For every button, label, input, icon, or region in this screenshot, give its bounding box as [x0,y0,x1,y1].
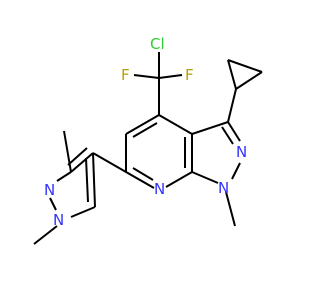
bond-n7-c6-double [132,167,154,181]
bond-dmp-c4-c3-double [67,147,88,166]
bond-c3-n2-double [221,126,234,145]
bond-group [33,52,263,245]
bond-n2-n1 [231,162,241,180]
bond-dmp-n1-c5 [70,206,96,218]
bond-n1-methyl [225,191,236,227]
atom-n-dimethyl-bottom: N [53,211,64,229]
atom-f-left: F [121,66,130,84]
molecule-structure-canvas: Cl F F N N N N N [33,35,263,245]
bond-c6-pyrazole-c4 [92,152,127,173]
bond-dmp-c5-c4 [92,152,96,208]
atom-n-pyrazole-bottom: N [218,179,229,197]
bond-ccf2-to-f-right [158,74,183,79]
bond-dmp-c3-n2 [56,171,72,182]
atom-n-dimethyl-left: N [44,181,55,199]
bond-cyclopropyl-a [227,59,237,90]
atom-f-right: F [185,66,194,84]
bond-dmp-n2-n1 [49,197,57,211]
bond-dmp-c5-c4-double [85,157,89,203]
bond-c4a-c3 [191,121,229,135]
bond-n7-c6 [125,171,155,189]
atom-n-pyrazole-top: N [236,143,247,161]
bond-dmp-c4-c3 [70,152,94,173]
bond-ccf2-to-f-left [133,74,160,79]
atom-label-group: Cl F F N N N N N [44,35,247,229]
bond-c3-cyclopropyl [227,88,237,123]
atom-n-pyridine: N [154,180,165,198]
bond-c5-c4 [125,114,160,135]
bond-c7a-n7 [165,171,193,188]
atom-cl: Cl [150,35,165,53]
bond-dmp-n1-methyl [33,225,58,245]
bond-c3-n2 [227,121,241,142]
bond-dmp-c3-methyl [63,130,72,173]
bond-cyclopropyl-c [235,71,263,90]
molecule-structure-diagram: Cl F F N N N N N [33,35,263,245]
bond-n1-c7a [191,171,219,184]
bond-cyclopropyl-b [227,59,263,73]
bond-c4-c4a [158,114,193,135]
bond-c4-c5-double [132,122,158,138]
